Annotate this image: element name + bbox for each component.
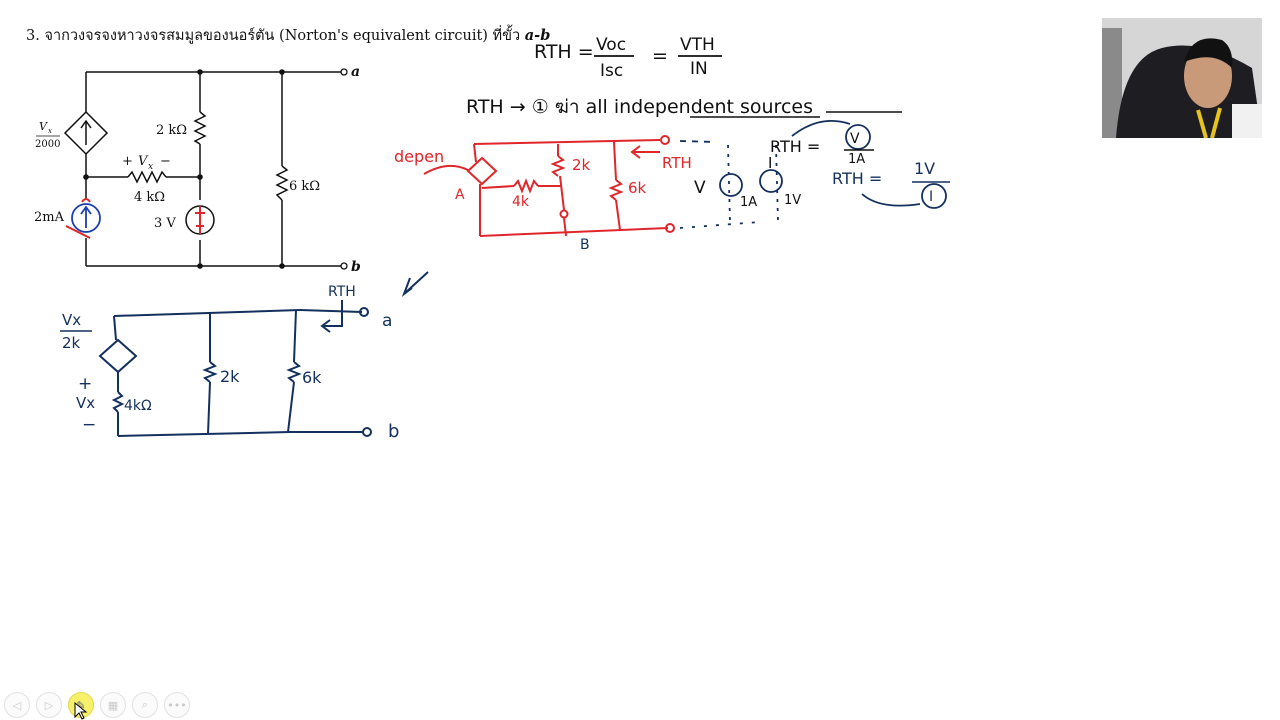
webcam-overlay: [1102, 18, 1262, 138]
blue-plus: +: [78, 374, 92, 394]
next-icon: ▷: [44, 698, 54, 712]
test-i-label: I: [768, 154, 772, 172]
current-source-label: 2mA: [34, 210, 65, 225]
test-1v-label: 1V: [784, 193, 801, 208]
zoom-icon: ⌕: [141, 698, 149, 711]
red-depen-label: depen: [394, 147, 444, 166]
blue-2k-den: 2k: [62, 334, 81, 352]
rth-formula-left: RTH =: [534, 41, 594, 63]
zoom-button[interactable]: ⌕: [132, 692, 158, 718]
test-v-label: V: [694, 178, 706, 198]
blue-vx-num: Vx: [62, 311, 81, 329]
vx-sub: x: [148, 162, 153, 172]
dep-source-num: V: [39, 120, 48, 133]
rth-eq1-num: V: [850, 131, 860, 147]
r-4k-label: 4 kΩ: [134, 190, 165, 205]
blue-4k-label: 4kΩ: [124, 398, 152, 414]
more-options-button[interactable]: •••: [164, 692, 190, 718]
test-1a-label: 1A: [740, 195, 757, 210]
pen-icon: ✎: [76, 698, 86, 712]
problem-number: 3.: [26, 28, 40, 44]
rth-eq2-den: I: [929, 189, 933, 205]
blue-a-label: a: [382, 311, 392, 331]
problem-text: จากวงจรจงหาวงจรสมมูลของนอร์ตัน (Norton's…: [44, 28, 521, 44]
step-text: RTH → ① ฆ่า all independent sources: [466, 96, 813, 118]
red-rth-label: RTH: [662, 154, 692, 172]
blue-b-label: b: [388, 421, 399, 442]
isc-label: Isc: [600, 61, 623, 81]
red-2k-label: 2k: [572, 156, 591, 174]
rth-eq2-left: RTH =: [832, 169, 882, 188]
red-6k-label: 6k: [628, 179, 647, 197]
slides-grid-button[interactable]: ▦: [100, 692, 126, 718]
problem-terminals: a-b: [524, 27, 551, 44]
red-b-label: B: [580, 237, 590, 253]
mouse-cursor-icon: [74, 702, 88, 720]
rth-eq1-den: 1A: [848, 152, 865, 167]
blue-rth-label: RTH: [328, 284, 356, 300]
equals-sign: =: [652, 45, 668, 67]
r-2k-label: 2 kΩ: [156, 123, 187, 138]
red-a-label: A: [455, 187, 465, 203]
vth-label: VTH: [680, 35, 715, 55]
more-icon: •••: [167, 698, 187, 712]
voltage-source-label: 3 V: [154, 216, 176, 231]
r-6k-label: 6 kΩ: [289, 179, 320, 194]
blue-2k-label: 2k: [220, 367, 240, 386]
rth-eq2-num: 1V: [914, 159, 935, 178]
slideshow-toolbar: ◁ ▷ ✎ ▦ ⌕ •••: [4, 692, 190, 718]
voc-label: Voc: [596, 35, 626, 55]
vx-v: V: [138, 154, 149, 169]
terminal-b-label: b: [351, 259, 361, 275]
dep-source-den: 2000: [35, 139, 60, 150]
prev-icon: ◁: [12, 698, 22, 712]
dep-source-sub: x: [48, 127, 52, 135]
prev-slide-button[interactable]: ◁: [4, 692, 30, 718]
rth-eq1-left: RTH =: [770, 137, 820, 156]
presenter-video: [1102, 18, 1262, 138]
vx-plus: +: [122, 154, 133, 169]
problem-title: 3. จากวงจรจงหาวงจรสมมูลของนอร์ตัน (Norto…: [26, 24, 550, 47]
blue-6k-label: 6k: [302, 368, 322, 387]
vx-minus: −: [160, 154, 171, 169]
grid-icon: ▦: [107, 698, 119, 712]
next-slide-button[interactable]: ▷: [36, 692, 62, 718]
terminal-a-label: a: [351, 64, 360, 80]
blue-minus: −: [82, 415, 96, 435]
blue-vx2: Vx: [76, 394, 95, 412]
in-label: IN: [690, 59, 708, 79]
red-4k-label: 4k: [512, 194, 530, 210]
